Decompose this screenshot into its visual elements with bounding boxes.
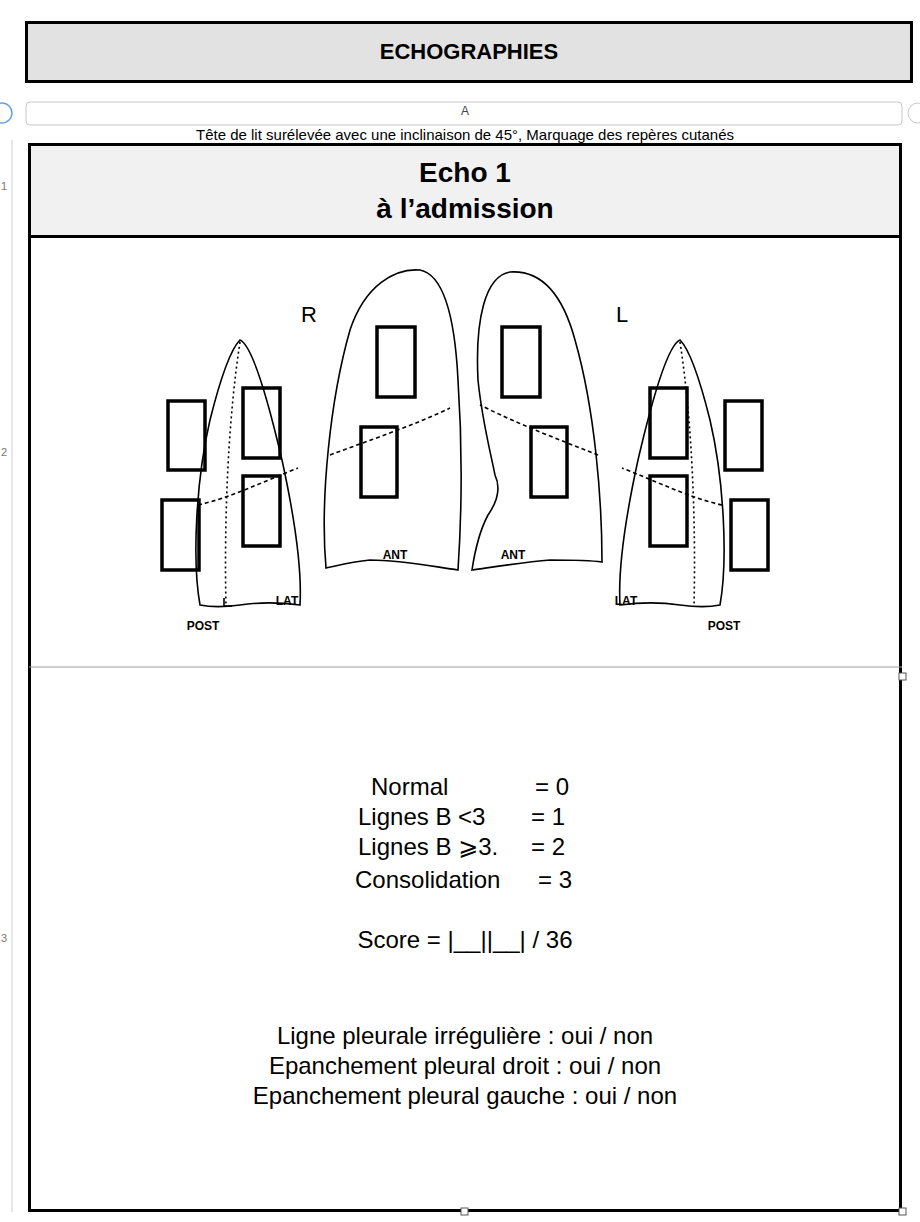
lung-dotted-line [680, 342, 694, 606]
legend-score: = 1 [531, 803, 565, 831]
lung-fissure [330, 408, 450, 455]
section-divider [29, 667, 902, 668]
scan-zone [168, 401, 205, 470]
scan-zone [531, 427, 567, 497]
instruction-note: Tête de lit surélevée avec une inclinais… [196, 126, 734, 143]
lung-fissure [198, 468, 298, 505]
legend-term: Consolidation [355, 866, 500, 894]
lung-fissure [480, 405, 598, 455]
scan-zone [731, 500, 768, 570]
margin-number: 2 [1, 446, 7, 458]
section-header: Echo 1à l’admission [28, 143, 902, 238]
side-letter: L [616, 302, 628, 328]
margin-line [12, 140, 13, 1212]
legend-score: = 3 [538, 866, 572, 894]
lung-dotted-line [226, 342, 240, 606]
lung-outline [196, 340, 300, 607]
lung-illustration [162, 270, 461, 607]
field-bar [26, 102, 902, 125]
view-label: ANT [383, 548, 408, 562]
frame-border [30, 145, 901, 1211]
checkbox-question: Epanchement pleural gauche : oui / non [253, 1082, 677, 1110]
lung-mark [224, 598, 232, 606]
lung-illustration [472, 272, 768, 607]
field-handle [908, 103, 920, 123]
view-label: LAT [615, 594, 637, 608]
field-handle [0, 103, 12, 123]
margin-number: 3 [1, 932, 7, 944]
view-label: LAT [276, 594, 298, 608]
scan-zone [650, 476, 687, 546]
scan-zone [243, 476, 280, 546]
scan-zone [725, 401, 762, 470]
lung-outline [620, 340, 724, 607]
legend-term: Lignes B ⩾3. [358, 833, 498, 861]
score-field: Score = |__||__| / 36 [357, 926, 572, 954]
scan-zone [502, 327, 540, 397]
side-letter: R [301, 302, 317, 328]
checkbox-question: Ligne pleurale irrégulière : oui / non [277, 1022, 653, 1050]
header-box: ECHOGRAPHIES [25, 21, 913, 83]
resize-handle [461, 1208, 468, 1215]
lung-outline [472, 272, 602, 570]
margin-number: 1 [1, 180, 7, 192]
resize-handle [899, 1208, 906, 1215]
legend-term: Lignes B <3 [358, 803, 485, 831]
scan-zone [162, 500, 199, 570]
node-text: Echo 1 [419, 155, 511, 191]
legend-score: = 0 [535, 773, 569, 801]
scan-zone [377, 327, 415, 397]
node-text: ECHOGRAPHIES [380, 39, 558, 65]
lung-fissure [622, 468, 722, 505]
lung-outline [324, 270, 461, 570]
view-label: POST [708, 619, 741, 633]
field-tab: A [461, 104, 469, 118]
legend-term: Normal [371, 773, 448, 801]
scan-zone [361, 427, 397, 497]
view-label: POST [187, 619, 220, 633]
view-label: ANT [501, 548, 526, 562]
node-text: à l’admission [376, 191, 553, 227]
scan-zone [243, 388, 280, 458]
legend-score: = 2 [531, 833, 565, 861]
resize-handle [899, 673, 906, 680]
scan-zone [650, 388, 687, 458]
checkbox-question: Epanchement pleural droit : oui / non [269, 1052, 661, 1080]
